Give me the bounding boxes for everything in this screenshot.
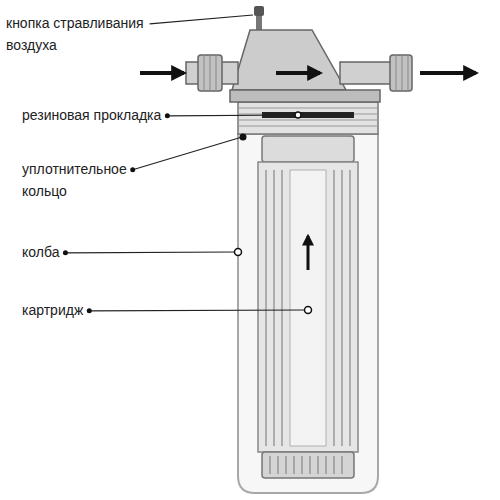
part-label: уплотнительное кольцо — [22, 158, 154, 202]
part-label-box: уплотнительное кольцо — [22, 158, 154, 202]
callout-dot — [295, 112, 301, 118]
cartridge-figure — [258, 136, 358, 478]
flask-outline — [238, 134, 378, 493]
part-label: колба — [22, 241, 59, 263]
flow-arrow — [307, 236, 310, 270]
part-label: резиновая прокладка — [22, 104, 161, 126]
flow-arrows — [140, 71, 476, 75]
callout-dot — [87, 308, 92, 313]
part-label-box: резиновая прокладка — [22, 104, 161, 126]
flask-collar — [238, 102, 378, 134]
callout-dot — [235, 249, 242, 256]
filter-head — [186, 6, 412, 102]
callout-dot — [130, 167, 135, 172]
leader-line — [150, 15, 253, 24]
leader-line — [167, 114, 295, 116]
callout-dot — [165, 113, 170, 118]
part-label-box: колба — [22, 241, 59, 263]
part-label-box: кнопка стравливания воздуха — [6, 12, 174, 56]
leader-line — [133, 137, 242, 170]
callout-dot — [240, 134, 247, 141]
leader-line — [65, 251, 235, 253]
callout-dot — [63, 250, 68, 255]
callout-dot — [305, 307, 312, 314]
leader-line — [89, 309, 305, 311]
part-label: кнопка стравливания воздуха — [6, 12, 174, 56]
part-label-box: картридж — [22, 299, 83, 321]
part-label: картридж — [22, 299, 83, 321]
